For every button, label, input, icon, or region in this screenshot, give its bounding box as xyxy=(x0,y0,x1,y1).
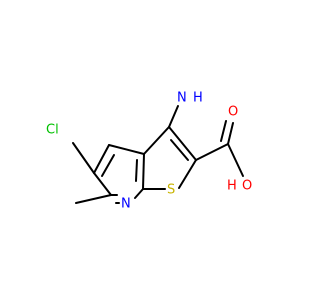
hydroxyl-hydrogen-label: H xyxy=(227,179,237,194)
chlorine-label: Cl xyxy=(46,123,59,138)
bond-carboxyl-hydroxyl xyxy=(227,143,244,177)
bond-c6-methyl xyxy=(75,194,112,204)
bond-c4-c5-inner xyxy=(101,154,115,177)
bond-c3-amino xyxy=(168,105,179,128)
bond-c7a-c3a-single xyxy=(142,153,145,190)
bond-c3-c3a xyxy=(143,126,170,155)
bond-n-c7a xyxy=(134,188,144,199)
bond-carbonyl-a xyxy=(227,122,234,145)
bond-c5-chloro xyxy=(72,142,95,174)
amino-h-label: H xyxy=(193,91,203,106)
bond-c3a-c4 xyxy=(108,144,145,155)
bond-c3-c2-inner xyxy=(170,139,189,161)
bond-layer xyxy=(72,105,244,204)
sulfur-label: S xyxy=(167,183,175,198)
bond-c5-c6 xyxy=(93,172,112,196)
bond-c2-s xyxy=(178,159,197,189)
bond-c3-c2-single xyxy=(168,126,197,161)
hydroxyl-oxygen-label: O xyxy=(242,179,252,194)
atom-label-layer: N H Cl N S O O H xyxy=(46,91,252,212)
carbonyl-oxygen-label: O xyxy=(228,105,238,120)
chemical-structure: N H Cl N S O O H xyxy=(46,90,253,212)
bond-c4-c5-single xyxy=(93,144,110,174)
bond-carbonyl-b xyxy=(220,120,227,142)
bond-c2-carboxyl xyxy=(195,143,229,161)
amino-n-label: N xyxy=(177,91,187,106)
ring-nitrogen-label: N xyxy=(121,197,131,212)
bond-c7a-c3a-inner xyxy=(135,159,138,182)
